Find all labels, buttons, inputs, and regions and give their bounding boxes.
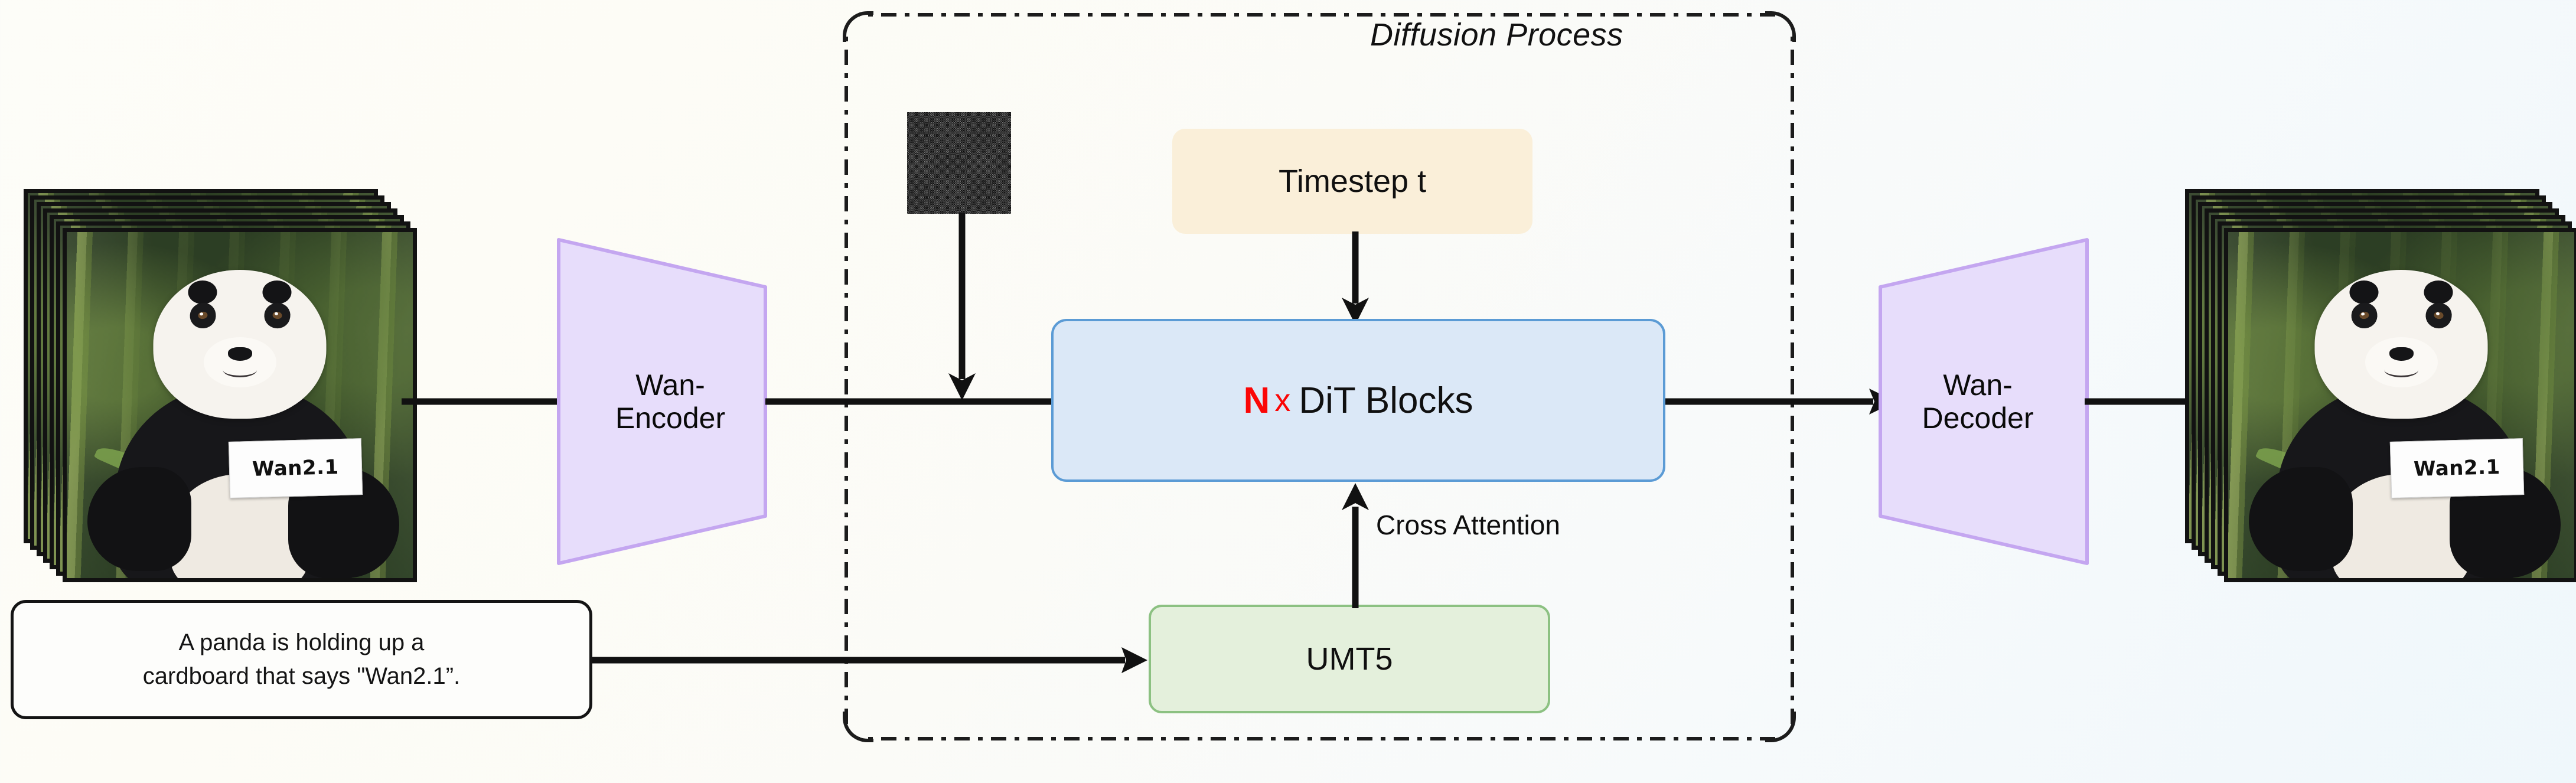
wan-encoder-block[interactable]: Wan- Encoder	[555, 236, 791, 567]
diffusion-process-label: Diffusion Process	[1370, 17, 1623, 53]
wan-decoder-block[interactable]: Wan- Decoder	[1854, 236, 2091, 567]
frame-front: Wan2.1	[63, 228, 417, 582]
umt5-block[interactable]: UMT5	[1149, 605, 1550, 713]
arrow-umt5-to-dit-cross-attention	[1342, 483, 1369, 608]
panda-sign-text-output: Wan2.1	[2390, 438, 2525, 498]
output-video-frame-stack: Wan2.1	[2185, 189, 2576, 582]
dit-repeat-count: N	[1243, 380, 1270, 421]
input-video-frame-stack: Wan2.1	[24, 189, 417, 582]
arrow-timestep-to-dit	[1342, 231, 1369, 325]
arrow-noise-to-flow	[948, 213, 976, 400]
line-encoder-to-latent-junction	[765, 398, 1037, 405]
container-corner-bottom-left	[843, 712, 873, 742]
prompt-line-1: A panda is holding up a	[178, 629, 425, 656]
timestep-block[interactable]: Timestep t	[1172, 129, 1532, 234]
out-frame-front: Wan2.1	[2224, 228, 2576, 582]
dit-blocks-block[interactable]: N x DiT Blocks	[1051, 319, 1665, 482]
panda-illustration: Wan2.1	[67, 232, 413, 578]
dit-multiply-symbol: x	[1274, 383, 1291, 418]
panda-illustration-output: Wan2.1	[2228, 232, 2574, 578]
panda-sign-text: Wan2.1	[229, 438, 363, 498]
text-prompt-box[interactable]: A panda is holding up a cardboard that s…	[11, 600, 592, 719]
noise-latent-patch	[907, 112, 1011, 214]
prompt-line-2: cardboard that says "Wan2.1”.	[142, 663, 461, 689]
arrow-prompt-to-umt5	[592, 647, 1147, 673]
umt5-label: UMT5	[1306, 641, 1393, 677]
container-corner-bottom-right	[1765, 712, 1796, 742]
timestep-label: Timestep t	[1278, 164, 1427, 199]
container-corner-top-right	[1765, 11, 1796, 42]
container-corner-top-left	[843, 11, 873, 42]
dit-label: DiT Blocks	[1299, 380, 1473, 421]
cross-attention-label: Cross Attention	[1376, 510, 1560, 540]
